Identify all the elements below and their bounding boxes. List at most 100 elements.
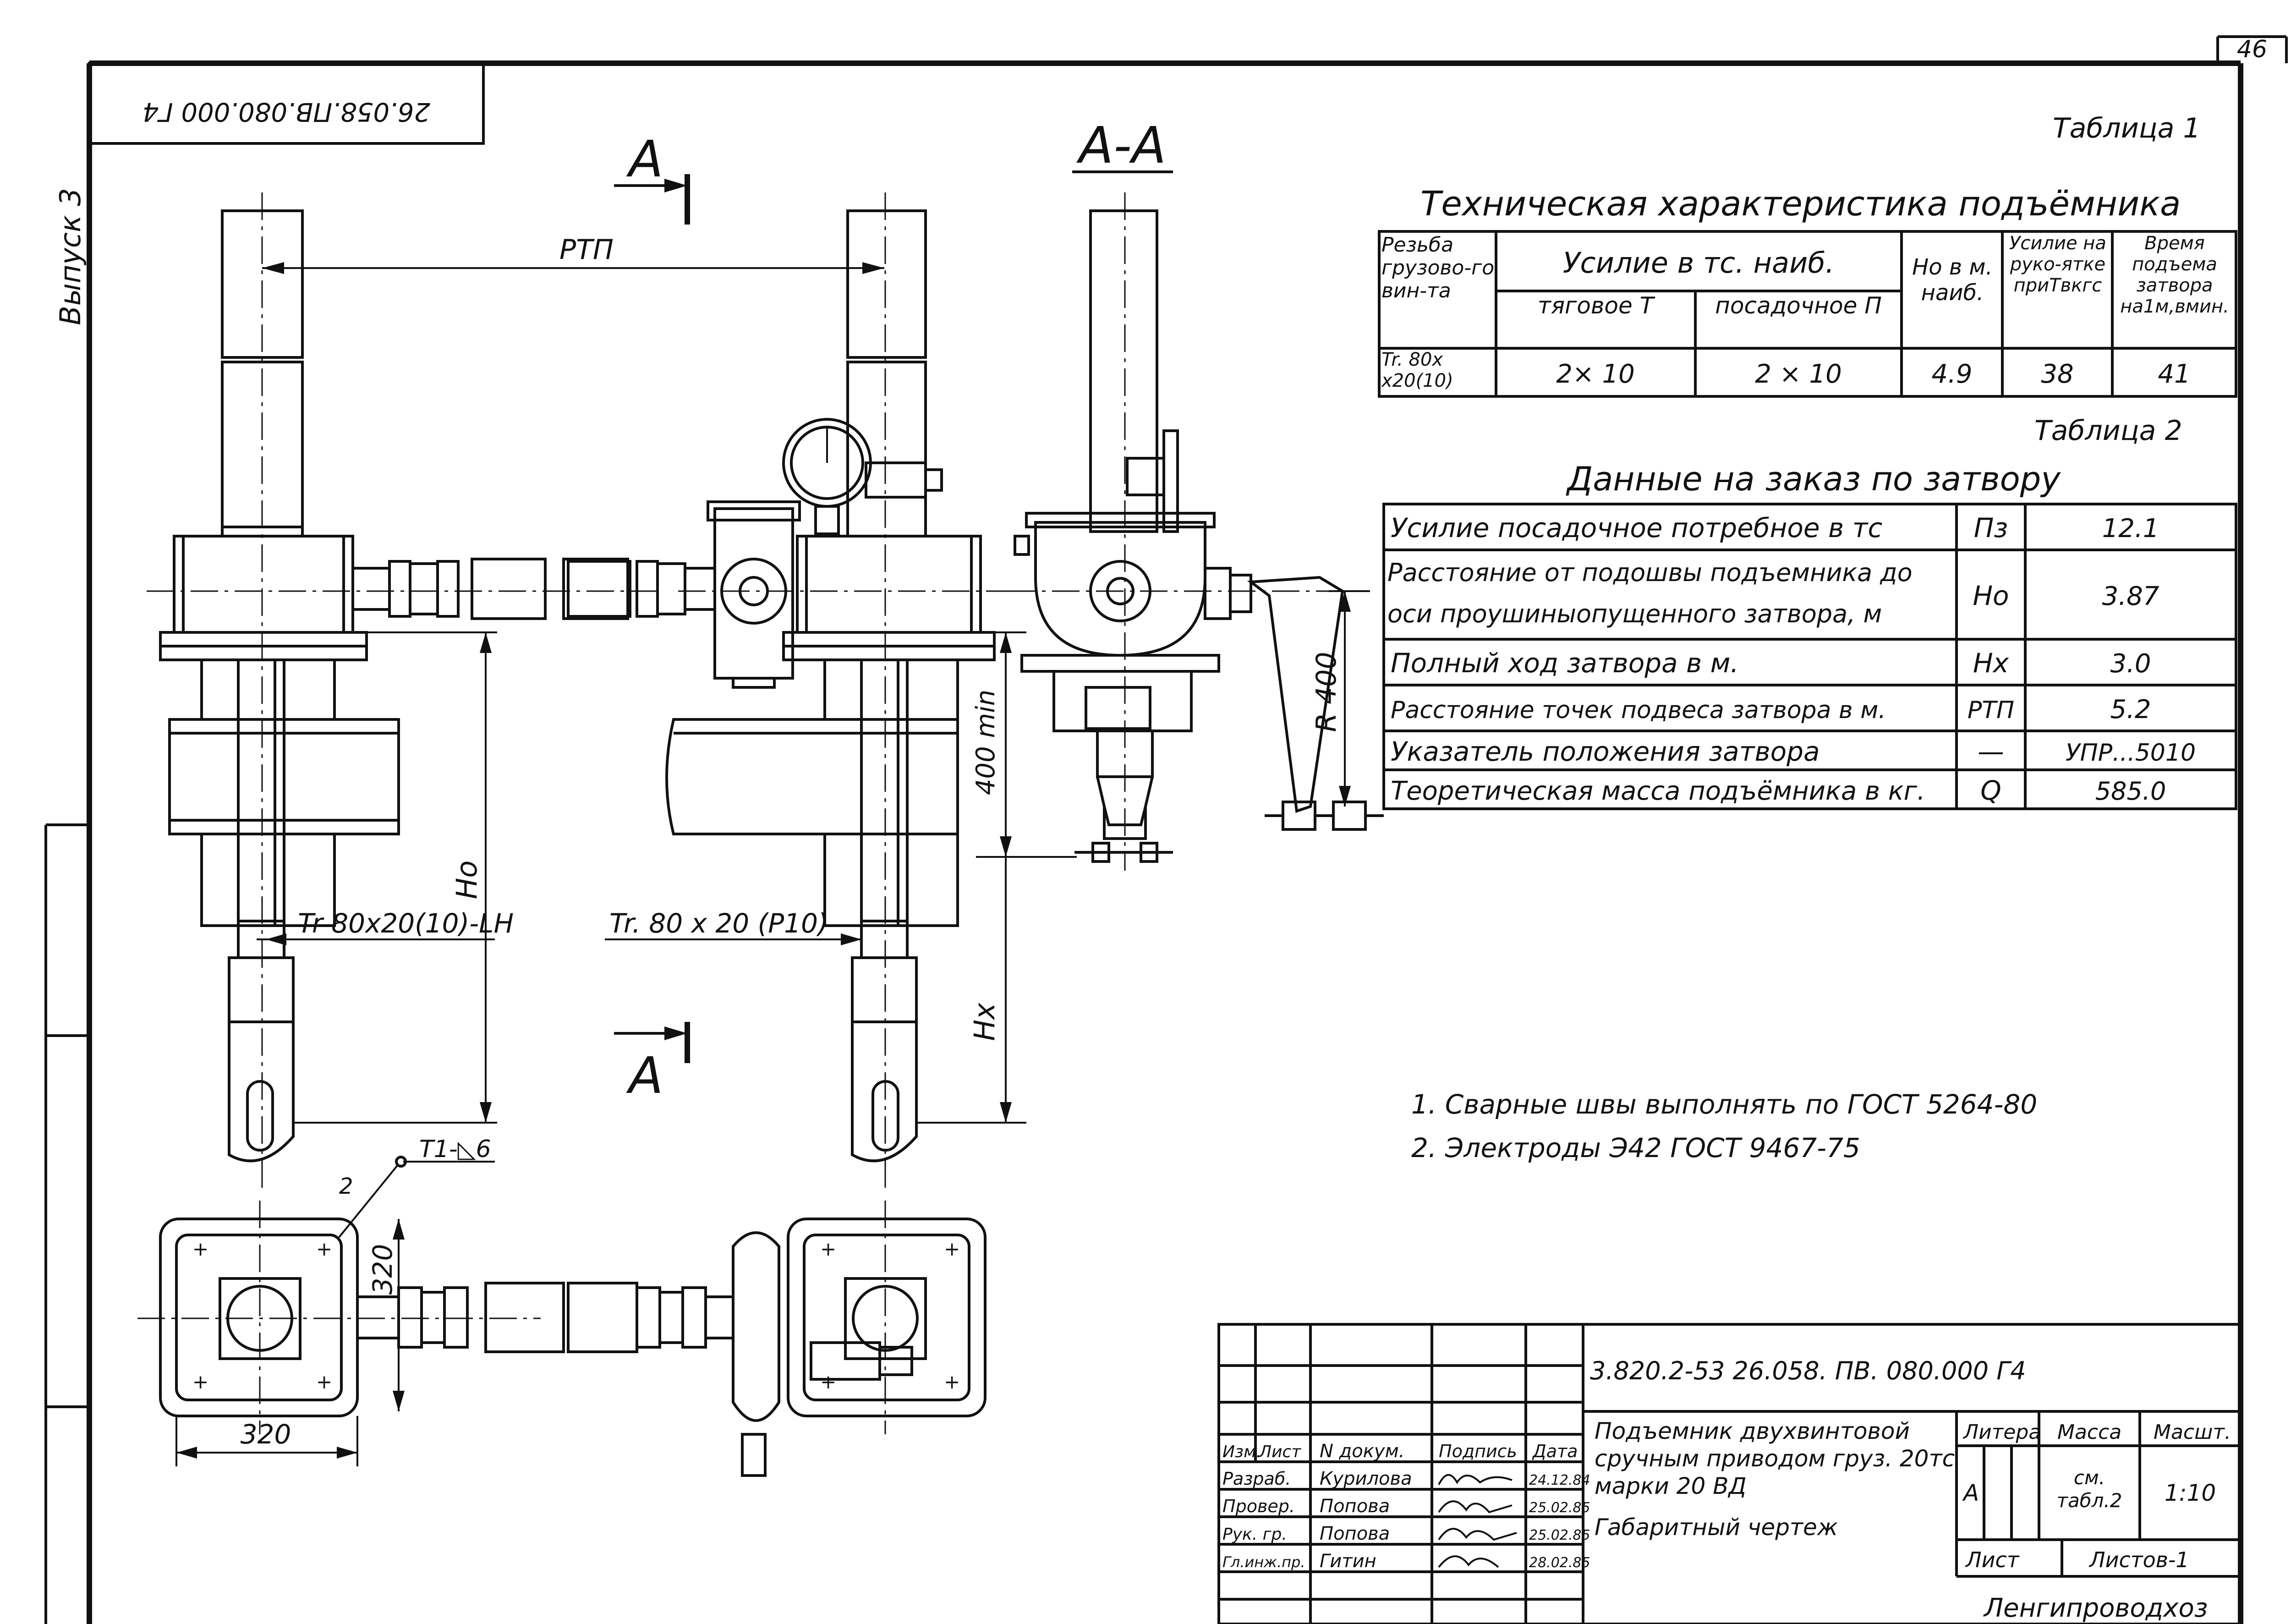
massa-value: см. табл.2 <box>2056 1466 2122 1512</box>
signature-mark <box>1438 1555 1499 1568</box>
svg-text:+: + <box>820 1371 836 1393</box>
title-block: 3.820.2-53 26.058. ПВ. 080.000 Г4 Подъем… <box>1217 1323 2242 1624</box>
person-date: 25.02.85 <box>1529 1500 1590 1516</box>
person-name: Попова <box>1320 1523 1390 1544</box>
product-name-line3: марки 20 ВД <box>1595 1473 1747 1499</box>
t2-row-sym: РТП <box>1968 697 2014 724</box>
t2-row-sym: Q <box>1980 775 2001 806</box>
person-date: 24.12.84 <box>1529 1472 1590 1488</box>
t1-header-seat: посадочное П <box>1715 293 1882 319</box>
header-scale: Масшт. <box>2154 1421 2231 1444</box>
page-number: 46 <box>2237 36 2267 63</box>
section-mark-bottom: А <box>626 1046 663 1105</box>
vypusk-label: Выпуск 3 <box>54 188 87 325</box>
person-name: Гитин <box>1320 1551 1376 1572</box>
section-marks: А А <box>614 130 690 1105</box>
person-role: Гл.инж.пр. <box>1222 1553 1305 1571</box>
t2-row-val: 5.2 <box>2110 695 2151 724</box>
position-2: 2 <box>339 1174 353 1199</box>
left-elevation-view <box>147 192 664 1191</box>
person-role: Рук. гр. <box>1222 1525 1287 1544</box>
organization: Ленгипроводхоз <box>1983 1593 2208 1623</box>
scale-value: 1:10 <box>2165 1480 2216 1506</box>
header-massa: Масса <box>2057 1421 2121 1444</box>
header-litera: Литера <box>1962 1421 2041 1444</box>
ho-label: Но <box>450 861 483 900</box>
t2-row-val: 12.1 <box>2102 514 2159 543</box>
t1-header-handle: Усилие на руко-ятке приТвкгс <box>2009 233 2106 296</box>
header-sign: Подпись <box>1439 1441 1517 1461</box>
sheet-frame: 46 26.058.ПВ.080.000 Г4 Выпуск 3 <box>44 35 2288 1624</box>
dim-320-vertical: 320 <box>367 1244 398 1295</box>
header-ndoc: N докум. <box>1320 1441 1405 1462</box>
product-name-line1: Подъемник двухвинтовой <box>1595 1418 1910 1444</box>
svg-text:+: + <box>944 1238 960 1260</box>
plan-view-right: + + + + <box>567 1201 987 1477</box>
t2-row-sym: — <box>1978 736 2004 767</box>
t1-header-force: Усилие в тс. наиб. <box>1563 246 1835 280</box>
rtp-dimension: РТП <box>262 234 884 274</box>
person-role: Провер. <box>1222 1496 1295 1516</box>
t2-row-val: 3.87 <box>2102 582 2159 611</box>
notes: 1. Сварные швы выполнять по ГОСТ 5264-80… <box>1411 1089 2037 1163</box>
t2-row-label: Расстояние точек подвеса затвора в м. <box>1391 697 1886 724</box>
t2-row-val: УПР...5010 <box>2066 739 2196 767</box>
t2-row-val: 585.0 <box>2095 777 2166 806</box>
section-title: А-А <box>1076 116 1166 175</box>
table2-caption: Таблица 2 <box>2034 415 2182 447</box>
t1-value-handle: 38 <box>2041 359 2073 389</box>
person-name: Курилова <box>1320 1468 1412 1489</box>
t2-row-label: Расстояние от подошвы подъемника до оси … <box>1387 558 1913 628</box>
thread-left-label: Tr 80х20(10)-LН <box>298 908 514 939</box>
t1-header-thread: Резьба грузово-го вин-та <box>1381 234 1495 302</box>
plan-view-left: + + + + 320 320 Т1-◺6 2 <box>137 1136 565 1466</box>
person-date: 28.02.85 <box>1529 1555 1590 1571</box>
person-role: Разраб. <box>1222 1469 1291 1489</box>
t2-row-label: Указатель положения затвора <box>1391 736 1820 767</box>
table-2: Таблица 2 Данные на заказ по затвору Уси… <box>1382 415 2237 810</box>
table1-caption: Таблица 1 <box>2053 112 2201 144</box>
litera-value: А <box>1962 1480 1979 1506</box>
rtp-label: РТП <box>559 234 614 266</box>
elevation-dimensions: Но 400 min Нх Tr 80х20(10)-LН Tr. 80 х 2… <box>257 631 1077 1124</box>
t1-value-pull: 2× 10 <box>1556 359 1635 389</box>
t1-value-time: 41 <box>2158 359 2190 389</box>
rotated-code: 26.058.ПВ.080.000 Г4 <box>143 97 430 126</box>
min400-label: 400 min <box>971 690 1001 795</box>
section-mark-top: А <box>626 130 663 188</box>
svg-text:+: + <box>192 1371 208 1393</box>
t1-value-thread: Tr. 80х х20(10) <box>1381 349 1453 391</box>
table2-title: Данные на заказ по затвору <box>1566 460 2061 498</box>
svg-text:+: + <box>192 1238 208 1260</box>
table-1: Таблица 1 Техническая характеристика под… <box>1378 112 2237 398</box>
t2-row-label: Полный ход затвора в м. <box>1391 647 1739 679</box>
t2-row-label: Усилие посадочное потребное в тс <box>1391 512 1882 543</box>
signature-mark <box>1438 1474 1513 1485</box>
thread-mid-label: Tr. 80 х 20 (Р10) <box>609 908 828 939</box>
svg-text:+: + <box>316 1371 332 1393</box>
svg-text:+: + <box>820 1238 836 1260</box>
header-list: Лист <box>1258 1443 1301 1461</box>
t2-row-sym: Но <box>1973 580 2009 611</box>
t1-value-seat: 2 × 10 <box>1755 359 1842 389</box>
doc-code: 3.820.2-53 26.058. ПВ. 080.000 Г4 <box>1590 1356 2026 1385</box>
header-izm: Изм. <box>1222 1443 1261 1461</box>
note-2: 2. Электроды Э42 ГОСТ 9467-75 <box>1411 1132 1860 1163</box>
section-aa-view: А-А R 400 <box>1008 116 1384 871</box>
t2-row-sym: Пз <box>1974 512 2008 543</box>
t1-header-time: Время подъема затвора на1м,вмин. <box>2120 233 2229 317</box>
signature-mark <box>1438 1500 1513 1514</box>
t2-row-sym: Нх <box>1973 647 2009 679</box>
t1-header-ho: Но в м. наиб. <box>1912 254 1993 306</box>
sheet-label: Лист <box>1965 1547 2020 1572</box>
product-name-line2: сручным приводом груз. 20тс <box>1595 1445 1955 1472</box>
sheets-label: Листов-1 <box>2088 1547 2189 1572</box>
note-1: 1. Сварные швы выполнять по ГОСТ 5264-80 <box>1411 1089 2037 1120</box>
t1-header-pull: тяговое Т <box>1537 293 1654 319</box>
header-date: Дата <box>1532 1441 1578 1461</box>
person-name: Попова <box>1320 1496 1390 1517</box>
doc-type: Габаритный чертеж <box>1595 1514 1838 1541</box>
weld-symbol: Т1-◺6 <box>419 1136 491 1163</box>
signature-mark <box>1438 1528 1517 1541</box>
person-date: 25.02.85 <box>1529 1527 1590 1543</box>
